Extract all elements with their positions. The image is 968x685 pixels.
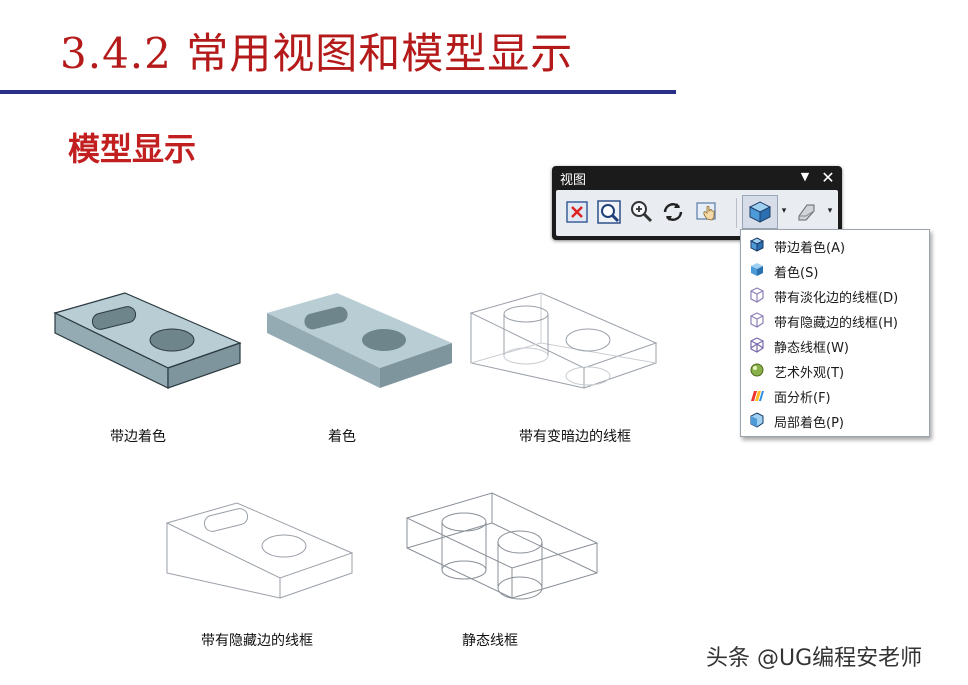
render-style-dropdown-icon[interactable]: ▾	[781, 206, 787, 216]
menu-item-label: 带边着色(A)	[774, 241, 846, 256]
caption-wireframe-dim-edges: 带有变暗边的线框	[519, 429, 631, 445]
view-toolbar: 视图 ▼ ✕	[552, 166, 842, 240]
caption-static-wireframe: 静态线框	[462, 633, 518, 649]
caption-shaded: 着色	[328, 429, 356, 445]
menu-item-wireframe-dim-edges[interactable]: 带有淡化边的线框(D)	[741, 282, 929, 307]
pan-icon	[696, 202, 716, 221]
title-underline	[0, 90, 676, 94]
toolbar-buttons: ▾ ▾	[556, 190, 838, 236]
render-style-button[interactable]	[742, 195, 778, 229]
toolbar-options-icon[interactable]: ▼	[800, 170, 810, 183]
wireframe-dim-edges-icon	[749, 287, 765, 303]
edge-display-button[interactable]	[794, 199, 820, 225]
menu-item-label: 着色(S)	[774, 266, 819, 281]
model-wireframe-dim-edges	[469, 292, 658, 389]
close-icon[interactable]: ✕	[821, 168, 835, 187]
model-static-wireframe	[405, 492, 599, 600]
slide-title: 3.4.2 常用视图和模型显示	[60, 29, 574, 78]
menu-item-label: 带有隐藏边的线框(H)	[774, 316, 898, 331]
menu-item-face-analysis[interactable]: 面分析(F)	[741, 382, 929, 407]
zoom-icon	[631, 201, 653, 223]
model-shaded	[267, 293, 452, 388]
edge-display-icon	[798, 204, 815, 221]
partial-shading-icon	[749, 412, 765, 428]
section-subtitle: 模型显示	[68, 130, 197, 168]
shaded-with-edges-icon	[749, 237, 765, 253]
static-wireframe-icon	[749, 337, 765, 353]
menu-item-label: 面分析(F)	[774, 391, 831, 406]
menu-item-static-wireframe[interactable]: 静态线框(W)	[741, 332, 929, 357]
shaded-cube-icon	[748, 201, 772, 223]
zoom-box-button[interactable]	[596, 199, 622, 225]
model-wireframe-hidden-edges	[165, 502, 354, 599]
wireframe-hidden-edges-icon	[749, 312, 765, 328]
model-shaded-with-edges	[53, 292, 242, 389]
menu-item-partial-shading[interactable]: 局部着色(P)	[741, 407, 929, 432]
toolbar-title: 视图	[560, 173, 587, 188]
shaded-icon	[749, 262, 765, 278]
menu-item-artistic-appearance[interactable]: 艺术外观(T)	[741, 357, 929, 382]
zoom-button[interactable]	[628, 199, 654, 225]
menu-item-label: 局部着色(P)	[774, 416, 844, 431]
rotate-button[interactable]	[660, 199, 686, 225]
render-style-menu: 带边着色(A) 着色(S) 带有淡化边的线框(D) 带有隐藏边的线框(H) 静态…	[740, 229, 930, 437]
zoom-box-icon	[597, 200, 621, 224]
toolbar-separator	[736, 198, 737, 228]
artistic-appearance-icon	[749, 362, 765, 378]
rotate-icon	[663, 203, 683, 221]
fit-button[interactable]	[564, 199, 590, 225]
menu-item-wireframe-hidden-edges[interactable]: 带有隐藏边的线框(H)	[741, 307, 929, 332]
fit-icon	[566, 201, 588, 223]
toolbar-titlebar[interactable]: 视图 ▼ ✕	[552, 166, 842, 190]
menu-item-label: 艺术外观(T)	[774, 366, 845, 381]
caption-wireframe-hidden-edges: 带有隐藏边的线框	[201, 633, 313, 649]
caption-shaded-with-edges: 带边着色	[110, 429, 166, 445]
edge-display-dropdown-icon[interactable]: ▾	[827, 206, 833, 216]
pan-button[interactable]	[694, 199, 720, 225]
menu-item-shaded-with-edges[interactable]: 带边着色(A)	[741, 232, 929, 257]
face-analysis-icon	[749, 387, 765, 403]
watermark: 头条 @UG编程安老师	[706, 646, 923, 671]
menu-item-label: 带有淡化边的线框(D)	[774, 291, 899, 306]
menu-item-label: 静态线框(W)	[774, 341, 849, 356]
menu-item-shaded[interactable]: 着色(S)	[741, 257, 929, 282]
